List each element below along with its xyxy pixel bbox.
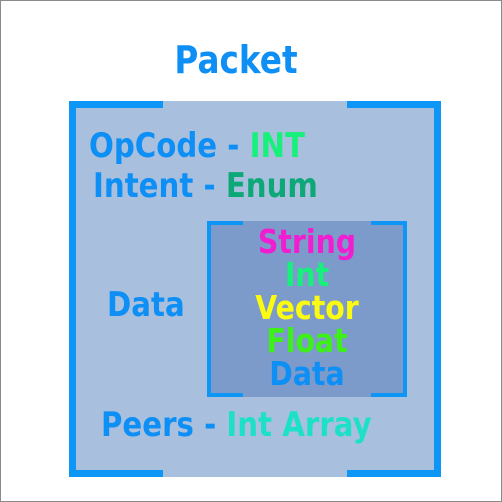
packet-box-corner-top-right <box>347 101 441 108</box>
data-type-vector: Vector <box>255 288 359 327</box>
data-type-data: Data <box>269 354 345 393</box>
field-intent-type: Enum <box>225 166 318 206</box>
data-type-float: Float <box>266 321 348 360</box>
field-opcode-name: OpCode <box>89 126 218 166</box>
data-box-corner-top-right <box>371 221 407 225</box>
data-box-corner-bottom-left <box>207 393 243 397</box>
field-peers-type: Int Array <box>226 405 372 445</box>
field-intent: Intent - Enum <box>93 169 318 203</box>
data-box-corner-bottom-right <box>371 393 407 397</box>
field-opcode-type: INT <box>249 126 305 166</box>
field-intent-name: Intent <box>93 166 194 206</box>
field-opcode-separator: - <box>217 126 250 166</box>
data-type-int: Int <box>284 255 330 294</box>
field-opcode: OpCode - INT <box>89 129 305 163</box>
packet-box-corner-bottom-right <box>347 470 441 477</box>
data-type-string: String <box>257 222 357 261</box>
field-intent-separator: - <box>193 166 226 206</box>
field-peers-separator: - <box>193 405 227 445</box>
data-box <box>207 221 407 397</box>
field-peers: Peers - Int Array <box>101 408 372 442</box>
field-data-label: Data <box>107 285 185 325</box>
packet-box-corner-top-left <box>69 101 163 108</box>
field-peers-name: Peers <box>101 405 194 445</box>
data-box-corner-top-left <box>207 221 243 225</box>
diagram-title: Packet <box>174 38 298 82</box>
packet-box-corner-bottom-left <box>69 470 163 477</box>
